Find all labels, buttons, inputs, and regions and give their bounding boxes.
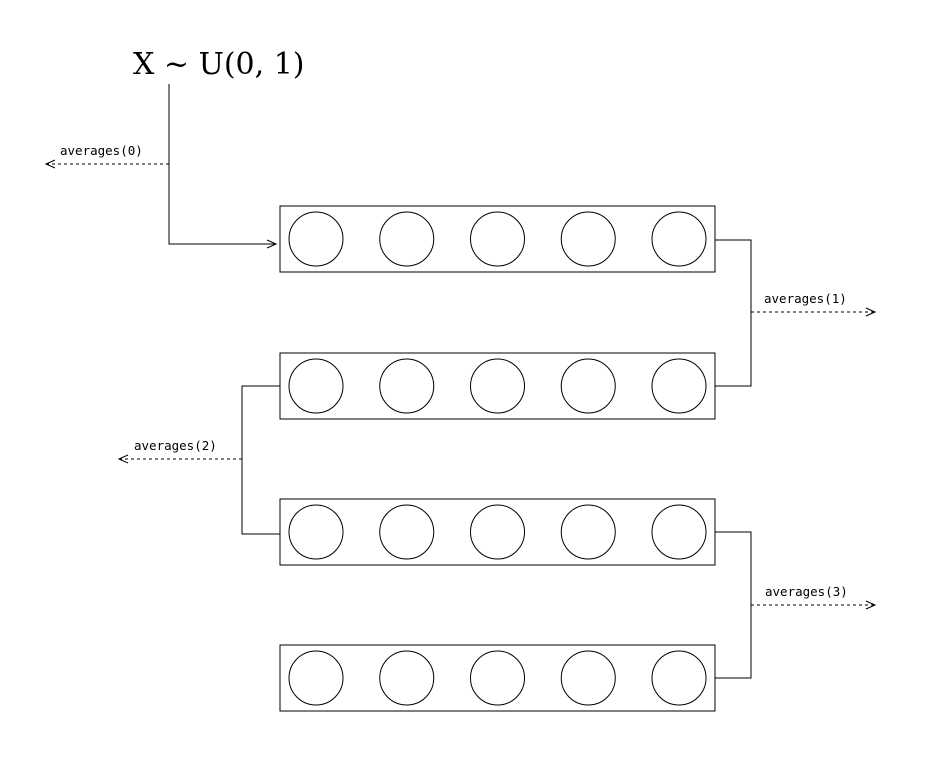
array-cell: [470, 504, 525, 560]
output-label-0: averages(0): [60, 143, 143, 158]
array-cell: [288, 211, 344, 267]
array-cell: [379, 650, 435, 706]
array-cell: [651, 504, 707, 560]
distribution-title: X ~ U(0, 1): [133, 47, 305, 82]
row-connector-2-3: [715, 531, 752, 679]
array-cell: [651, 358, 707, 414]
array-cell: [651, 650, 707, 706]
array-cell: [288, 358, 344, 414]
array-cell: [560, 211, 616, 267]
array-cell: [651, 211, 707, 267]
array-cell: [470, 211, 525, 267]
rows-layer: [279, 205, 716, 712]
array-row-1: [279, 352, 716, 420]
array-cell: [560, 650, 616, 706]
array-cell: [379, 504, 435, 560]
output-label-3: averages(3): [765, 584, 848, 599]
array-cell: [288, 650, 344, 706]
row-connector-0-1: [715, 239, 752, 387]
array-cell: [560, 504, 616, 560]
array-cell: [379, 211, 435, 267]
array-cell: [470, 358, 525, 414]
output-label-2: averages(2): [134, 438, 217, 453]
array-cell: [379, 358, 435, 414]
array-cell: [288, 504, 344, 560]
array-row-3: [279, 644, 716, 712]
input-connector: [168, 84, 278, 249]
output-label-1: averages(1): [764, 291, 847, 306]
array-row-2: [279, 498, 716, 566]
row-connector-1-2: [241, 385, 280, 535]
array-row-0: [279, 205, 716, 273]
array-cell: [470, 650, 525, 706]
array-cell: [560, 358, 616, 414]
